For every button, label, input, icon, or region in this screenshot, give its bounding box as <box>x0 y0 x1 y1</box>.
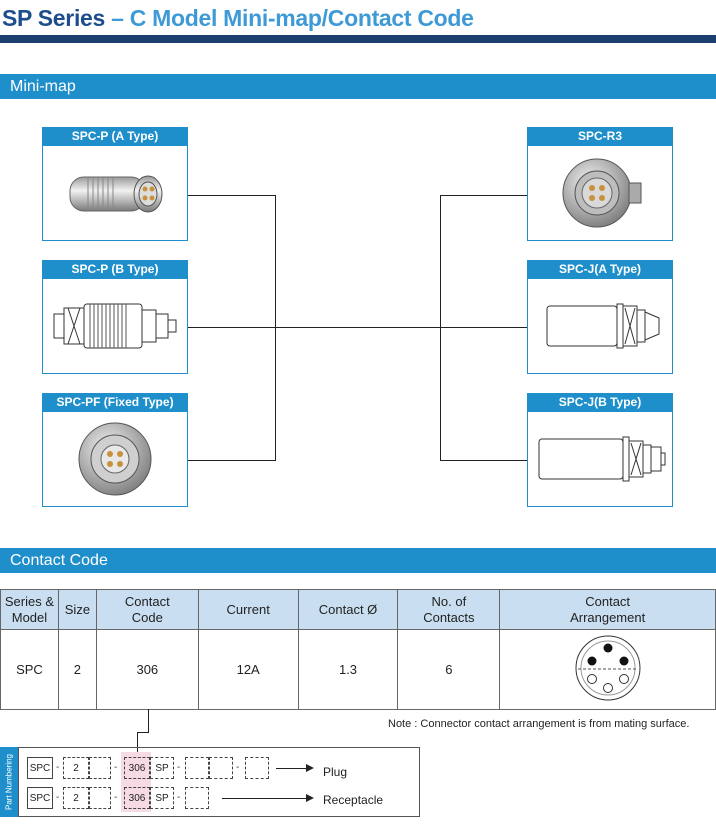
code-link-line <box>137 732 149 733</box>
table-row: SPC 2 306 12A 1.3 6 <box>0 629 716 710</box>
card-label: SPC-P (A Type) <box>42 127 188 145</box>
cell-contact-code: 306 <box>95 629 199 710</box>
connector-fixed-plug-image <box>42 411 188 507</box>
connector-jack-b-drawing <box>527 411 673 507</box>
connector-plug-b-drawing <box>42 278 188 374</box>
header-bar <box>0 35 716 43</box>
card-spc-r3[interactable]: SPC-R3 <box>527 127 673 241</box>
contact-code-highlight <box>121 752 151 812</box>
connector-line <box>440 195 527 196</box>
connector-plug-a-image <box>42 145 188 241</box>
card-label: SPC-R3 <box>527 127 673 145</box>
cell-current: 12A <box>197 629 299 710</box>
page-subtitle: C Model Mini-map/Contact Code <box>129 5 474 31</box>
pn-separator: - <box>177 792 181 803</box>
code-link-line <box>148 709 149 732</box>
pn-separator: - <box>236 762 240 773</box>
connector-line <box>440 195 441 461</box>
card-spc-pf-fixed-type[interactable]: SPC-PF (Fixed Type) <box>42 393 188 507</box>
cell-no-contacts: 6 <box>397 629 501 710</box>
page-header: SP Series – C Model Mini-map/Contact Cod… <box>0 0 716 46</box>
pn-plug-blank <box>89 757 111 779</box>
arrangement-note: Note : Connector contact arrangement is … <box>388 718 690 730</box>
series-title: SP Series <box>2 5 106 31</box>
pn-rec-blank <box>89 787 111 809</box>
pn-rec-series: SPC <box>27 787 53 809</box>
card-spc-j-a-type[interactable]: SPC-J(A Type) <box>527 260 673 374</box>
code-link-line <box>137 732 138 752</box>
pn-rec-model: SP <box>150 787 174 809</box>
card-spc-j-b-type[interactable]: SPC-J(B Type) <box>527 393 673 507</box>
col-size: Size <box>57 589 97 630</box>
col-current: Current <box>197 589 299 630</box>
connector-line <box>188 327 527 328</box>
card-label: SPC-J(B Type) <box>527 393 673 411</box>
cell-series-model: SPC <box>0 629 59 710</box>
pn-plug-blank <box>185 757 209 779</box>
card-label: SPC-P (B Type) <box>42 260 188 278</box>
part-numbering-tab: Part Numbering <box>0 747 18 817</box>
pn-plug-blank <box>245 757 269 779</box>
pn-separator: - <box>114 792 118 803</box>
card-label: SPC-J(A Type) <box>527 260 673 278</box>
title-dash: – <box>111 5 124 31</box>
contact-code-section-bar: Contact Code <box>0 548 716 573</box>
connector-line <box>188 460 276 461</box>
pn-separator: - <box>177 762 181 773</box>
plug-arrow <box>276 768 306 769</box>
pn-separator: - <box>114 762 118 773</box>
pn-separator: - <box>56 762 60 773</box>
connector-jack-a-drawing <box>527 278 673 374</box>
receptacle-label: Receptacle <box>323 793 384 807</box>
col-contact-dia: Contact Ø <box>297 589 399 630</box>
card-spc-p-a-type[interactable]: SPC-P (A Type) <box>42 127 188 241</box>
plug-label: Plug <box>323 765 348 779</box>
arrow-head-icon <box>306 764 314 772</box>
connector-line <box>275 195 276 461</box>
card-label: SPC-PF (Fixed Type) <box>42 393 188 411</box>
part-numbering-box <box>18 747 420 817</box>
pn-rec-blank <box>185 787 209 809</box>
minimap-section-bar: Mini-map <box>0 74 716 99</box>
pn-plug-model: SP <box>150 757 174 779</box>
pn-separator: - <box>56 792 60 803</box>
connector-receptacle-image <box>527 145 673 241</box>
pn-plug-size: 2 <box>63 757 89 779</box>
card-spc-p-b-type[interactable]: SPC-P (B Type) <box>42 260 188 374</box>
pn-rec-code: 306 <box>124 787 150 809</box>
connector-line <box>440 460 527 461</box>
pn-plug-code: 306 <box>124 757 150 779</box>
cell-arrangement <box>499 629 716 710</box>
pn-rec-size: 2 <box>63 787 89 809</box>
receptacle-arrow <box>222 798 308 799</box>
pn-plug-blank <box>209 757 233 779</box>
arrow-head-icon <box>306 794 314 802</box>
contact-arrangement-diagram <box>575 635 641 701</box>
col-series-model: Series &Model <box>0 589 59 630</box>
page-title: SP Series – C Model Mini-map/Contact Cod… <box>2 5 474 32</box>
cell-size: 2 <box>57 629 97 710</box>
cell-contact-dia: 1.3 <box>297 629 399 710</box>
connector-line <box>188 195 276 196</box>
pn-plug-series: SPC <box>27 757 53 779</box>
